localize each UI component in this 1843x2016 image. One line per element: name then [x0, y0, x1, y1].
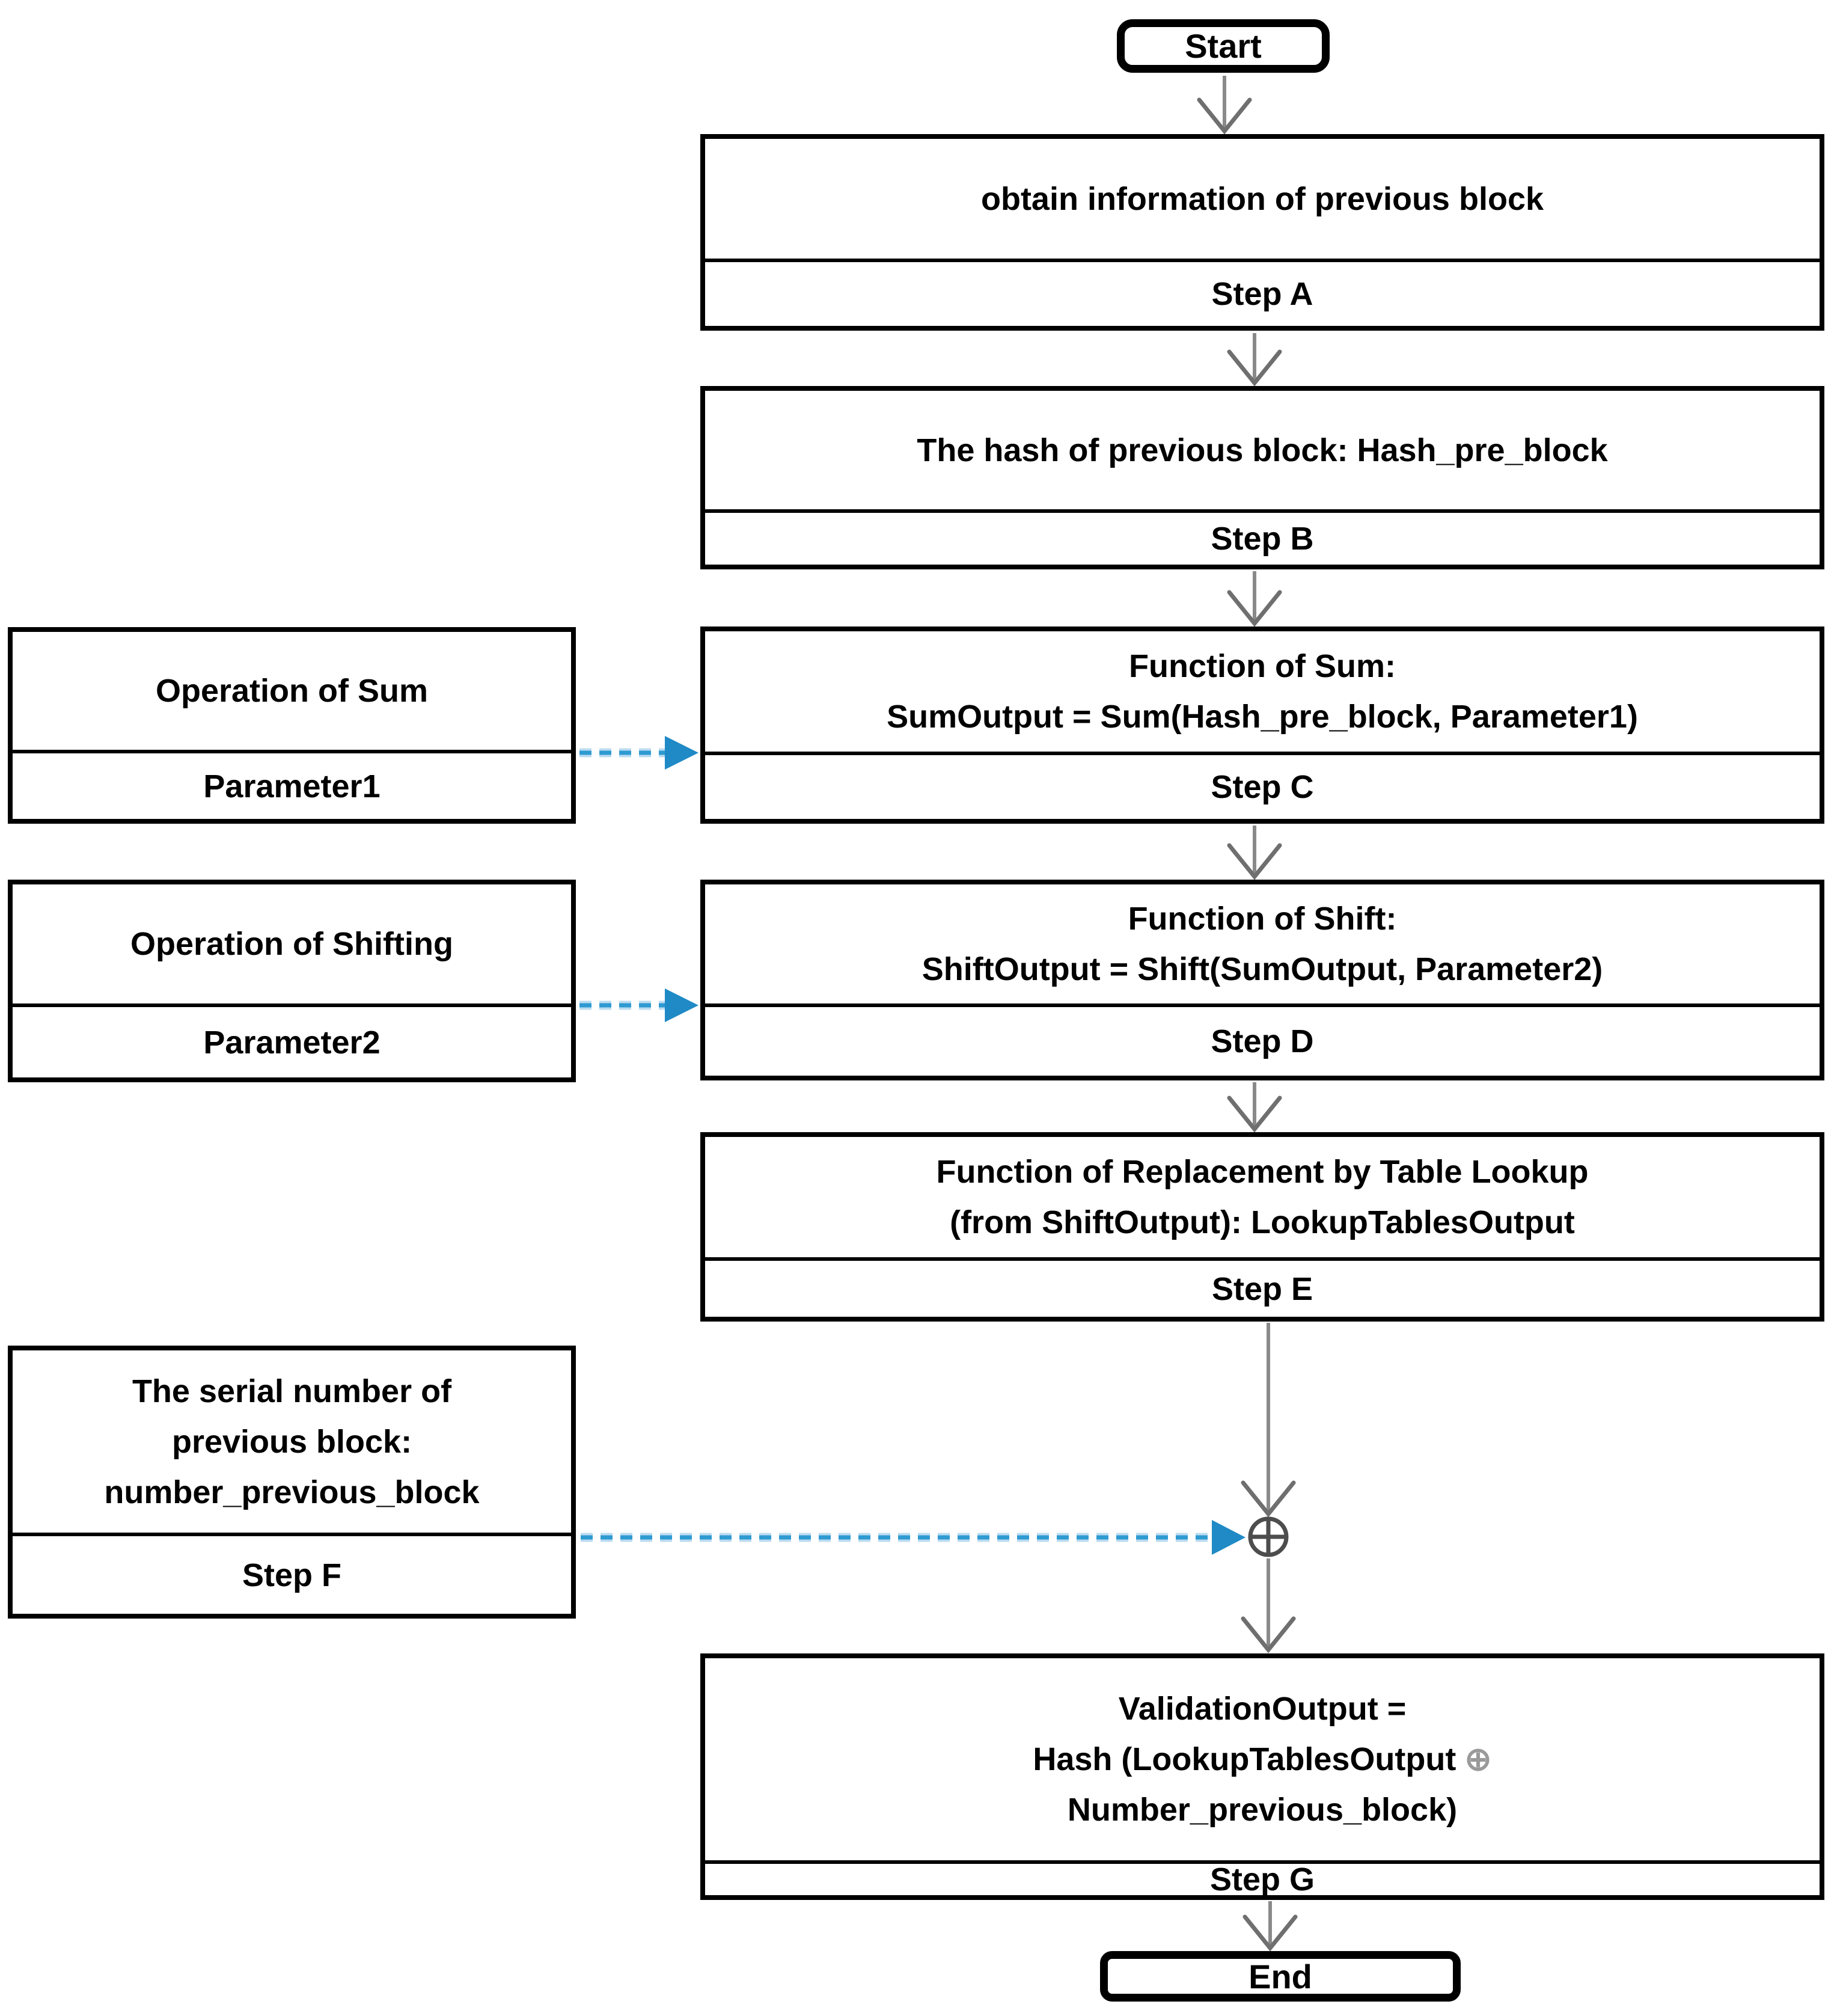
operation-of-sum-box: Operation of Sum Parameter1: [8, 627, 576, 824]
end-terminal: End: [1100, 1951, 1461, 2002]
step-d-box: Function of Shift: ShiftOutput = Shift(S…: [700, 880, 1824, 1080]
operation-of-shifting-text: Operation of Shifting: [130, 926, 453, 962]
parameter1-label: Parameter1: [13, 750, 571, 819]
step-a-label: Step A: [705, 259, 1820, 326]
step-c-text-line1: Function of Sum:: [1129, 648, 1396, 684]
arrow-step-d-to-step-e: [1227, 1082, 1282, 1133]
parameter2-label: Parameter2: [13, 1003, 571, 1077]
step-d-label: Step D: [705, 1003, 1820, 1076]
step-e-label: Step E: [705, 1257, 1820, 1317]
arrow-step-g-to-end: [1242, 1901, 1298, 1952]
step-g-content: ValidationOutput = Hash (LookupTablesOut…: [705, 1658, 1820, 1860]
step-f-text-line2: previous block:: [171, 1423, 412, 1460]
step-e-text-line1: Function of Replacement by Table Lookup: [936, 1154, 1589, 1190]
step-c-text-line2: SumOutput = Sum(Hash_pre_block, Paramete…: [887, 699, 1638, 735]
step-g-text-line2: Hash (LookupTablesOutput⊕: [1033, 1734, 1491, 1785]
arrow-start-to-step-a: [1197, 76, 1252, 135]
arrow-step-c-to-step-d: [1227, 826, 1282, 880]
step-f-label: Step F: [13, 1533, 571, 1614]
arrow-step-a-to-step-b: [1227, 333, 1282, 387]
dashed-arrow-step-f-to-xor: [581, 1520, 1245, 1555]
step-a-text: obtain information of previous block: [980, 180, 1544, 217]
arrow-step-e-to-xor: [1241, 1323, 1296, 1518]
step-g-box: ValidationOutput = Hash (LookupTablesOut…: [700, 1653, 1824, 1900]
start-terminal: Start: [1117, 19, 1330, 73]
start-label: Start: [1185, 27, 1262, 65]
step-c-label: Step C: [705, 752, 1820, 819]
arrow-step-b-to-step-c: [1227, 571, 1282, 627]
step-b-text: The hash of previous block: Hash_pre_blo…: [917, 432, 1608, 468]
operation-of-sum-content: Operation of Sum: [13, 632, 571, 750]
step-g-label: Step G: [705, 1860, 1820, 1898]
operation-of-sum-text: Operation of Sum: [155, 673, 428, 709]
xor-junction-icon: [1248, 1516, 1289, 1557]
step-e-box: Function of Replacement by Table Lookup …: [700, 1132, 1824, 1322]
dashed-arrow-parameter2-to-step-d: [579, 988, 698, 1022]
dashed-arrow-parameter1-to-step-c: [579, 736, 698, 770]
step-a-box: obtain information of previous block Ste…: [700, 134, 1824, 331]
step-e-text-line2: (from ShiftOutput): LookupTablesOutput: [950, 1204, 1575, 1240]
end-label: End: [1249, 1957, 1312, 1996]
step-f-text-line1: The serial number of: [132, 1373, 452, 1409]
step-b-box: The hash of previous block: Hash_pre_blo…: [700, 386, 1824, 569]
step-d-text-line2: ShiftOutput = Shift(SumOutput, Parameter…: [922, 951, 1603, 987]
step-f-content: The serial number of previous block: num…: [13, 1350, 571, 1533]
step-b-content: The hash of previous block: Hash_pre_blo…: [705, 391, 1820, 509]
arrow-xor-to-step-g: [1241, 1558, 1296, 1653]
step-g-text-line2-main: Hash (LookupTablesOutput: [1033, 1741, 1456, 1777]
step-f-text-line3: number_previous_block: [104, 1474, 480, 1510]
operation-of-shifting-content: Operation of Shifting: [13, 884, 571, 1003]
step-d-text-line1: Function of Shift:: [1128, 901, 1397, 937]
step-e-content: Function of Replacement by Table Lookup …: [705, 1137, 1820, 1257]
step-b-label: Step B: [705, 509, 1820, 565]
step-g-text-line1: ValidationOutput =: [1118, 1691, 1407, 1727]
step-c-box: Function of Sum: SumOutput = Sum(Hash_pr…: [700, 627, 1824, 824]
inline-xor-icon: ⊕: [1464, 1741, 1492, 1777]
step-c-content: Function of Sum: SumOutput = Sum(Hash_pr…: [705, 631, 1820, 752]
step-g-text-line3: Number_previous_block): [1067, 1792, 1458, 1828]
operation-of-shifting-box: Operation of Shifting Parameter2: [8, 880, 576, 1082]
step-d-content: Function of Shift: ShiftOutput = Shift(S…: [705, 884, 1820, 1003]
step-a-content: obtain information of previous block: [705, 139, 1820, 259]
step-f-box: The serial number of previous block: num…: [8, 1346, 576, 1619]
